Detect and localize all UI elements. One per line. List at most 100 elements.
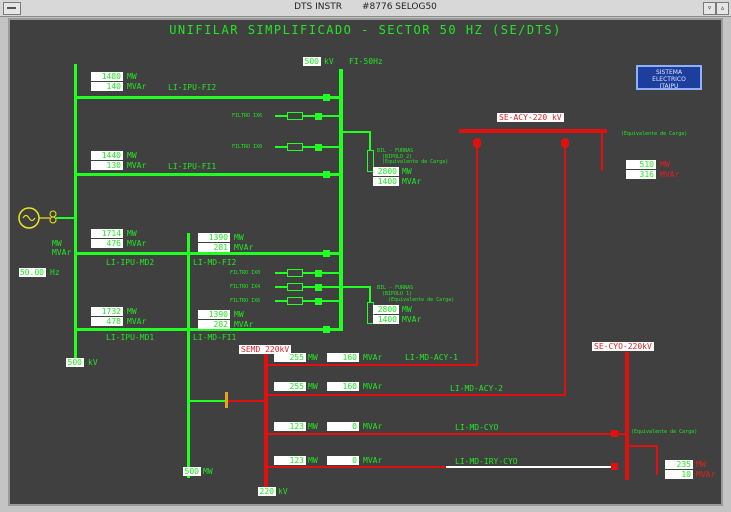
maximize-button[interactable]: ▵ [716, 2, 729, 15]
acy-load-drop [601, 131, 603, 171]
ipu-fi1-mw-value[interactable]: 1440 [91, 151, 123, 160]
ipu-md1-mvar-unit: MVAr [127, 317, 147, 326]
furnas2-mvar-unit: MVAr [402, 315, 422, 324]
furnas1-eq: (Equivalente de Carga) [382, 159, 449, 165]
ipu-fi1-mvar-unit: MVAr [127, 161, 147, 170]
sysbtn-line3: ITAIPU [659, 83, 679, 90]
fi50-voltage-value[interactable]: 500 [303, 57, 321, 66]
generator-mvar-label: MVAr [52, 248, 72, 257]
md-bus-kv-value[interactable]: 500 [183, 467, 201, 476]
ipu-md2-line[interactable] [76, 252, 340, 255]
filter-top-1-breaker[interactable] [315, 113, 322, 120]
md-acy1-mvar-value[interactable]: 160 [327, 353, 359, 362]
md-iry-cyo-mvar-value[interactable]: 0 [327, 456, 359, 465]
furnas1-mvar-value[interactable]: 1400 [373, 177, 399, 186]
furnas1-feeder [341, 131, 371, 133]
ipu-fi2-mvar-value[interactable]: 140 [91, 82, 123, 91]
md-iry-cyo-mw-value[interactable]: 123 [274, 456, 306, 465]
filter-bot-3-breaker[interactable] [315, 298, 322, 305]
se-acy-mvar-value[interactable]: 316 [626, 170, 656, 179]
filter-bot-3-line [275, 300, 340, 302]
md-iry-cyo-mw-unit: MW [308, 456, 318, 465]
md-acy1-mw-value[interactable]: 255 [274, 353, 306, 362]
md-acy2-line-label: LI-MD-ACY-2 [450, 384, 503, 393]
se-cyo-eq: (Equivalente de Carga) [631, 429, 698, 435]
filter-bot-2-breaker[interactable] [315, 284, 322, 291]
furnas1-mw-value[interactable]: 2800 [373, 167, 399, 176]
furnas1-sub: (BIPOLO 2) [382, 154, 413, 160]
furnas2-mvar-value[interactable]: 1400 [373, 315, 399, 324]
md-iry-cyo-line-a[interactable] [266, 466, 446, 468]
se-cyo-mvar-value[interactable]: 10 [665, 470, 693, 479]
filter-bot-2-icon [287, 283, 303, 291]
md-transformer-feeder [187, 400, 227, 402]
ipu-fi2-line[interactable] [76, 96, 340, 99]
ipu-md1-line[interactable] [76, 328, 340, 331]
frequency-value[interactable]: 50.00 [19, 268, 46, 277]
filter-top-2-line [275, 146, 340, 148]
diagram-title: UNIFILAR SIMPLIFICADO - SECTOR 50 HZ (SE… [169, 23, 562, 37]
ipu-fi2-breaker[interactable] [323, 94, 330, 101]
semd-kv-unit: kV [278, 487, 288, 496]
furnas2-drop [369, 286, 371, 302]
filter-top-2-label: FILTRO IX0 [232, 144, 263, 150]
semd-busbar [264, 354, 268, 488]
frequency-unit: Hz [50, 268, 60, 277]
filter-bot-2-label: FILTRO IX4 [230, 284, 261, 290]
ipu-bus-kv-unit: kV [88, 358, 98, 367]
ipu-bus-kv-value[interactable]: 500 [66, 358, 84, 367]
md-transformer-220-link [228, 400, 266, 402]
ipu-fi1-mvar-value[interactable]: 130 [91, 161, 123, 170]
semd-kv-value[interactable]: 220 [258, 487, 276, 496]
se-acy-eq: (Equivalente de Carga) [621, 131, 688, 137]
furnas2-eq: (Equivalente de Carga) [388, 297, 455, 303]
se-cyo-mw-value[interactable]: 235 [665, 460, 693, 469]
md-acy2-line[interactable] [266, 394, 566, 396]
ipu-fi2-mvar-unit: MVAr [127, 82, 147, 91]
md-acy2-mw-value[interactable]: 255 [274, 382, 306, 391]
minimize-button[interactable]: ▿ [703, 2, 716, 15]
md-cyo-line[interactable] [266, 433, 626, 435]
ipu-md2-breaker[interactable] [323, 250, 330, 257]
ipu-md1-mvar-value[interactable]: 478 [91, 317, 123, 326]
ipu-md1-mw-value[interactable]: 1732 [91, 307, 123, 316]
md-fi1-mw-value[interactable]: 1390 [198, 310, 230, 319]
fi50-label: FI-50Hz [349, 57, 383, 66]
md-fi2-line-label: LI-MD-FI2 [193, 258, 237, 267]
cyo-breaker-2[interactable] [611, 463, 618, 470]
md-fi2-mvar-value[interactable]: 281 [198, 243, 230, 252]
ipu-md2-line-label: LI-IPU-MD2 [106, 258, 155, 267]
filter-bot-1-breaker[interactable] [315, 270, 322, 277]
ipu-fi2-mw-value[interactable]: 1480 [91, 72, 123, 81]
se-cyo-busbar [625, 352, 629, 480]
ipu-md2-mw-value[interactable]: 1714 [91, 229, 123, 238]
semd-label: SEMD 220kV [239, 345, 292, 354]
ipu-md1-breaker[interactable] [323, 326, 330, 333]
acy-breaker-1[interactable] [473, 138, 481, 148]
se-cyo-mw-unit: MW [696, 460, 706, 469]
acy-breaker-2[interactable] [561, 138, 569, 148]
md-fi1-mvar-value[interactable]: 282 [198, 320, 230, 329]
generator-mw-label: MW [52, 239, 62, 248]
md-iry-cyo-line-b[interactable] [446, 466, 616, 468]
sistema-electrico-button[interactable]: SISTEMA ELECTRICO ITAIPU [636, 65, 702, 90]
cyo-breaker-1[interactable] [611, 430, 618, 437]
ipu-fi1-breaker[interactable] [323, 171, 330, 178]
furnas1-drop [369, 131, 371, 151]
se-acy-mw-value[interactable]: 510 [626, 160, 656, 169]
window-menu-button[interactable] [3, 2, 21, 15]
generator-icon[interactable] [16, 204, 76, 234]
md-acy1-line-label: LI-MD-ACY-1 [405, 353, 458, 362]
md-fi2-mw-value[interactable]: 1390 [198, 233, 230, 242]
md-cyo-line-label: LI-MD-CYO [455, 423, 499, 432]
ipu-fi2-mw-unit: MW [127, 72, 137, 81]
md-acy2-mvar-value[interactable]: 160 [327, 382, 359, 391]
transformer-icon[interactable] [225, 392, 228, 408]
filter-top-2-breaker[interactable] [315, 144, 322, 151]
ipu-fi1-line[interactable] [76, 173, 340, 176]
md-cyo-mw-value[interactable]: 123 [274, 422, 306, 431]
md-cyo-mvar-value[interactable]: 0 [327, 422, 359, 431]
furnas2-mw-value[interactable]: 2800 [373, 305, 399, 314]
md-acy1-line[interactable] [266, 364, 478, 366]
ipu-md2-mvar-value[interactable]: 476 [91, 239, 123, 248]
